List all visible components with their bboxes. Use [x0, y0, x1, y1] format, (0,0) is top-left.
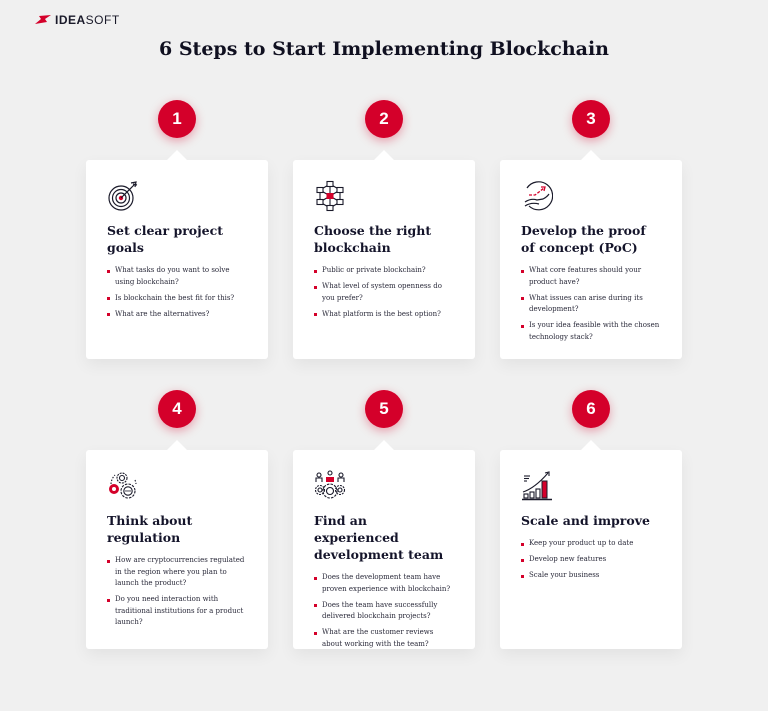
step-title: Scale and improve — [521, 513, 650, 528]
step-card: Think about regulation How are cryptocur… — [86, 440, 268, 649]
step-bullets: What core features should your product h… — [521, 265, 662, 343]
bullet-item: What level of system openness do you pre… — [314, 281, 455, 304]
step-number-badge: 2 — [365, 100, 403, 138]
bullet-item: What tasks do you want to solve using bl… — [107, 265, 248, 288]
bullet-item: Do you need interaction with traditional… — [107, 594, 248, 629]
bullet-item: Is your idea feasible with the chosen te… — [521, 320, 662, 343]
step-title: Develop the proof of concept (PoC) — [521, 223, 646, 255]
hand-growth-icon — [524, 181, 553, 211]
bullet-item: How are cryptocurrencies regulated in th… — [107, 555, 248, 590]
logo-icon — [35, 15, 51, 24]
page-title: 6 Steps to Start Implementing Blockchain — [159, 38, 609, 60]
bullet-item: Is blockchain the best fit for this? — [107, 293, 248, 305]
bullet-item: Public or private blockchain? — [314, 265, 455, 277]
logo: IDEASOFT — [35, 13, 120, 27]
step-bullets: How are cryptocurrencies regulated in th… — [107, 555, 248, 629]
step-card: Find an experienced development team Doe… — [293, 440, 475, 650]
step-number-badge: 4 — [158, 390, 196, 428]
target-icon — [108, 181, 138, 211]
blockchain-network-icon — [316, 180, 344, 212]
step-bullets: Keep your product up to date Develop new… — [521, 538, 662, 582]
bullet-item: What issues can arise during its develop… — [521, 293, 662, 316]
step-card: Set clear project goals What tasks do yo… — [86, 150, 268, 359]
step-title: Find an experienced development team — [314, 513, 444, 562]
bullet-item: What core features should your product h… — [521, 265, 662, 288]
team-gears-icon — [314, 470, 346, 499]
growth-chart-icon — [522, 471, 552, 501]
step-number-badge: 6 — [572, 390, 610, 428]
step-bullets: Does the development team have proven ex… — [314, 572, 455, 650]
step-bullets: What tasks do you want to solve using bl… — [107, 265, 248, 320]
step-title: Set clear project goals — [107, 223, 223, 255]
bullet-item: Scale your business — [521, 570, 662, 582]
step-number-badge: 1 — [158, 100, 196, 138]
bullet-item: What platform is the best option? — [314, 309, 455, 321]
bullet-item: Does the development team have proven ex… — [314, 572, 455, 595]
bullet-item: Does the team have successfully delivere… — [314, 600, 455, 623]
bullet-item: What are the alternatives? — [107, 309, 248, 321]
step-card: Choose the right blockchain Public or pr… — [293, 150, 475, 359]
bullet-item: Develop new features — [521, 554, 662, 566]
step-card: Develop the proof of concept (PoC) What … — [500, 150, 682, 359]
bullet-item: What are the customer reviews about work… — [314, 627, 455, 650]
bullet-item: Keep your product up to date — [521, 538, 662, 550]
step-bullets: Public or private blockchain? What level… — [314, 265, 455, 320]
step-number-badge: 5 — [365, 390, 403, 428]
step-title: Think about regulation — [107, 513, 193, 545]
step-card: Scale and improve Keep your product up t… — [500, 440, 682, 649]
step-title: Choose the right blockchain — [314, 223, 432, 255]
step-number-badge: 3 — [572, 100, 610, 138]
logo-text: IDEASOFT — [55, 13, 120, 27]
gears-icon — [109, 472, 137, 499]
